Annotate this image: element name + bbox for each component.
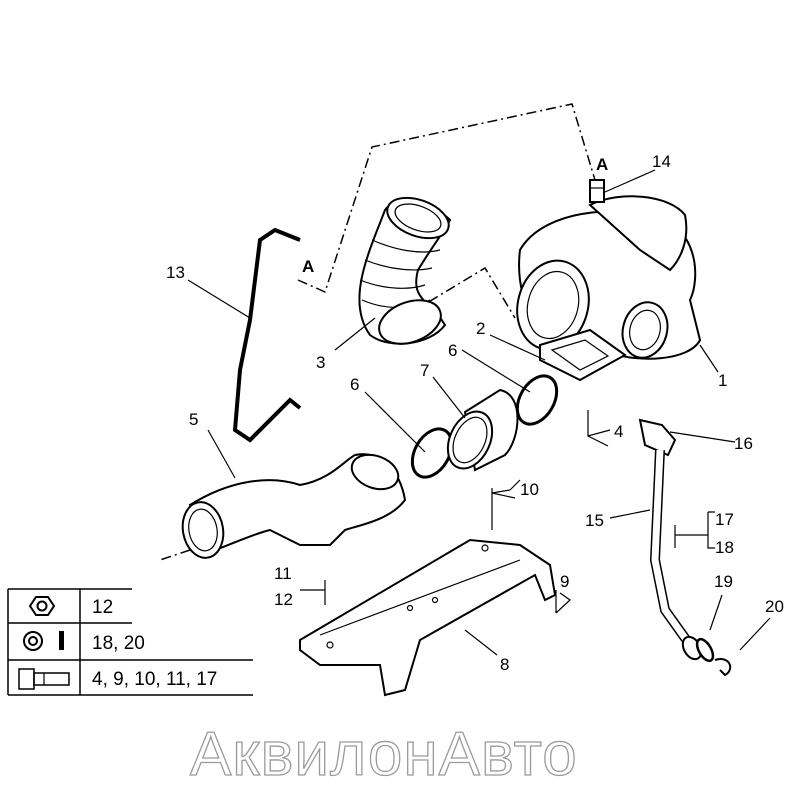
fitting <box>589 179 605 203</box>
callout-10: 10 <box>520 480 539 499</box>
centerline-hose <box>411 266 516 319</box>
seal-ring <box>515 374 559 426</box>
legend-parts-washer: 18, 20 <box>92 633 145 654</box>
connection-line-a <box>297 103 599 294</box>
nut-icon <box>28 596 56 616</box>
callout-1: 1 <box>718 371 727 390</box>
callout-20: 20 <box>765 597 784 616</box>
legend-parts-nut: 12 <box>92 597 113 618</box>
bolt-icon <box>18 668 70 690</box>
callout-9: 9 <box>560 572 569 591</box>
turbocharger <box>516 195 702 382</box>
callout-5: 5 <box>189 410 198 429</box>
ref-a: A <box>596 155 608 174</box>
fastener-legend: 12 18, 20 4, 9, 10, 11, 17 <box>7 588 253 696</box>
support-bracket <box>299 538 557 697</box>
callout-17: 17 <box>715 510 734 529</box>
callout-12: 12 <box>274 590 293 609</box>
callout-6: 6 <box>350 375 359 394</box>
callout-15: 15 <box>585 511 604 530</box>
callout-11: 11 <box>274 564 292 583</box>
callout-19: 19 <box>714 572 733 591</box>
air-hose <box>358 196 452 345</box>
washer-icon <box>23 631 64 651</box>
callout-4: 4 <box>614 422 623 441</box>
callout-6: 6 <box>448 341 457 360</box>
coupling-sleeve <box>446 388 519 472</box>
watermark: АквилонАвто <box>190 720 578 789</box>
callout-3: 3 <box>316 353 325 372</box>
legend-parts-bolt: 4, 9, 10, 11, 17 <box>92 669 217 690</box>
drain-pipe <box>638 418 732 677</box>
callout-18: 18 <box>715 538 734 557</box>
callout-7: 7 <box>420 361 429 380</box>
callout-2: 2 <box>476 319 485 338</box>
callout-14: 14 <box>652 152 671 171</box>
intake-pipe <box>181 453 407 559</box>
ref-a: A <box>302 257 314 276</box>
callout-8: 8 <box>500 655 509 674</box>
leader-lines <box>159 169 771 656</box>
callout-16: 16 <box>734 434 753 453</box>
callout-13: 13 <box>166 263 185 282</box>
oil-pipe <box>232 227 302 443</box>
